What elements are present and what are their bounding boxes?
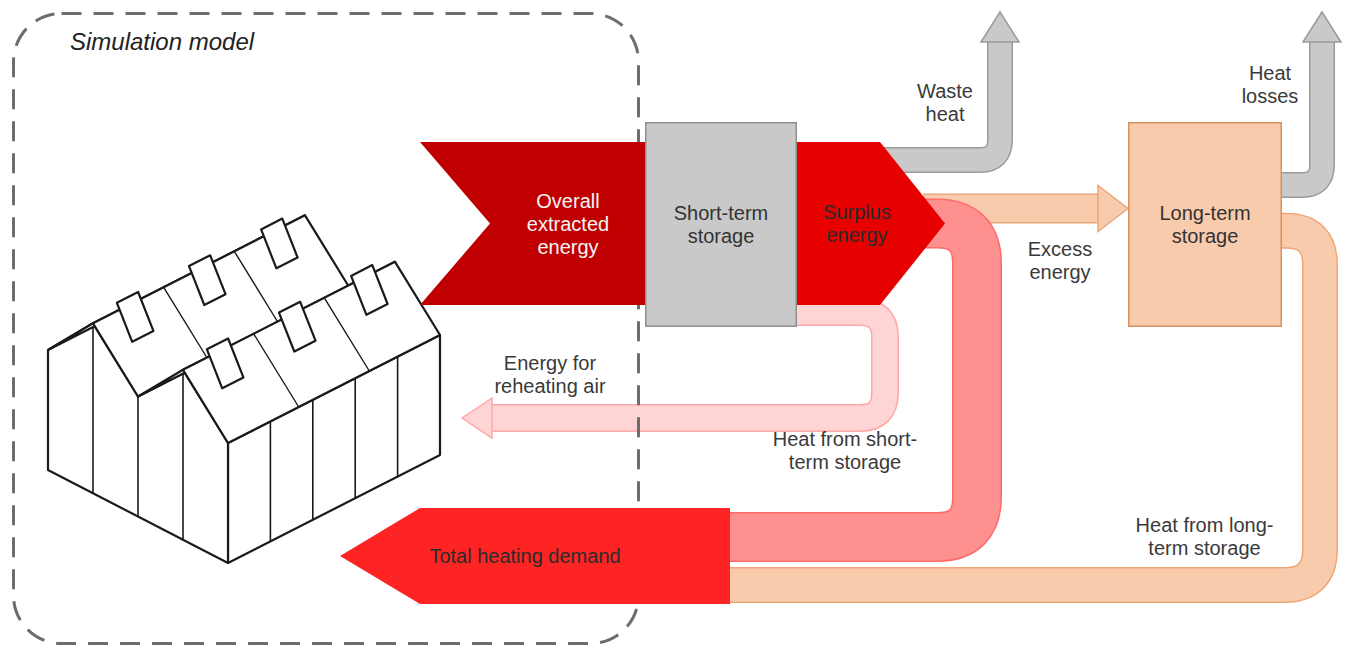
flow-label: Energy for reheating air bbox=[485, 352, 615, 398]
storage-box: Short-term storage bbox=[645, 122, 797, 327]
arrow-fill bbox=[340, 508, 730, 604]
greenhouse-roof-bar bbox=[324, 298, 369, 371]
flow-label: Heat losses bbox=[1235, 62, 1305, 108]
edge-label: Heat from short-term storage bbox=[756, 428, 934, 474]
greenhouse-mullion bbox=[312, 400, 314, 520]
roof-vent bbox=[351, 265, 388, 315]
node-text: Short-term storage bbox=[655, 202, 787, 248]
node-text: Total heating demand bbox=[410, 545, 640, 568]
roof-vent bbox=[189, 255, 226, 305]
roof-vent bbox=[207, 339, 244, 389]
node-text: Surplus energy bbox=[809, 201, 905, 247]
arrow-head bbox=[1098, 186, 1128, 232]
greenhouse-mullion bbox=[354, 378, 356, 498]
arrow-head bbox=[981, 12, 1019, 42]
node-text: Overall extracted energy bbox=[498, 189, 638, 258]
roof-vent bbox=[261, 219, 298, 269]
arrow-head bbox=[462, 398, 492, 438]
band-outline bbox=[870, 40, 1000, 160]
edge-label: Excess energy bbox=[1005, 238, 1115, 284]
node-text: Long-term storage bbox=[1138, 202, 1272, 248]
energy-arrow: Surplus energy bbox=[797, 142, 945, 305]
box-fill bbox=[1129, 123, 1282, 327]
reheating-arrow bbox=[462, 312, 885, 438]
roof-vent bbox=[117, 292, 153, 342]
greenhouse-mullion bbox=[92, 323, 94, 493]
greenhouse-mullion bbox=[397, 357, 399, 477]
energy-arrow: Total heating demand bbox=[340, 508, 730, 604]
waste-heat-arrow bbox=[870, 12, 1019, 160]
arrow-head bbox=[1303, 12, 1341, 42]
arrow-fill bbox=[797, 142, 945, 305]
storage-box: Long-term storage bbox=[1128, 122, 1282, 327]
band-fill bbox=[870, 40, 1000, 160]
region-title: Simulation model bbox=[70, 28, 390, 56]
greenhouse-mullion bbox=[270, 421, 272, 541]
greenhouse-roof-bar bbox=[234, 251, 279, 324]
edge-label: Heat from long-term storage bbox=[1122, 514, 1287, 560]
roof-vent bbox=[279, 302, 316, 352]
flow-label: Waste heat bbox=[910, 80, 980, 126]
greenhouse-mullion bbox=[137, 397, 139, 517]
box-fill bbox=[646, 123, 797, 327]
greenhouse-mullion bbox=[182, 370, 184, 540]
